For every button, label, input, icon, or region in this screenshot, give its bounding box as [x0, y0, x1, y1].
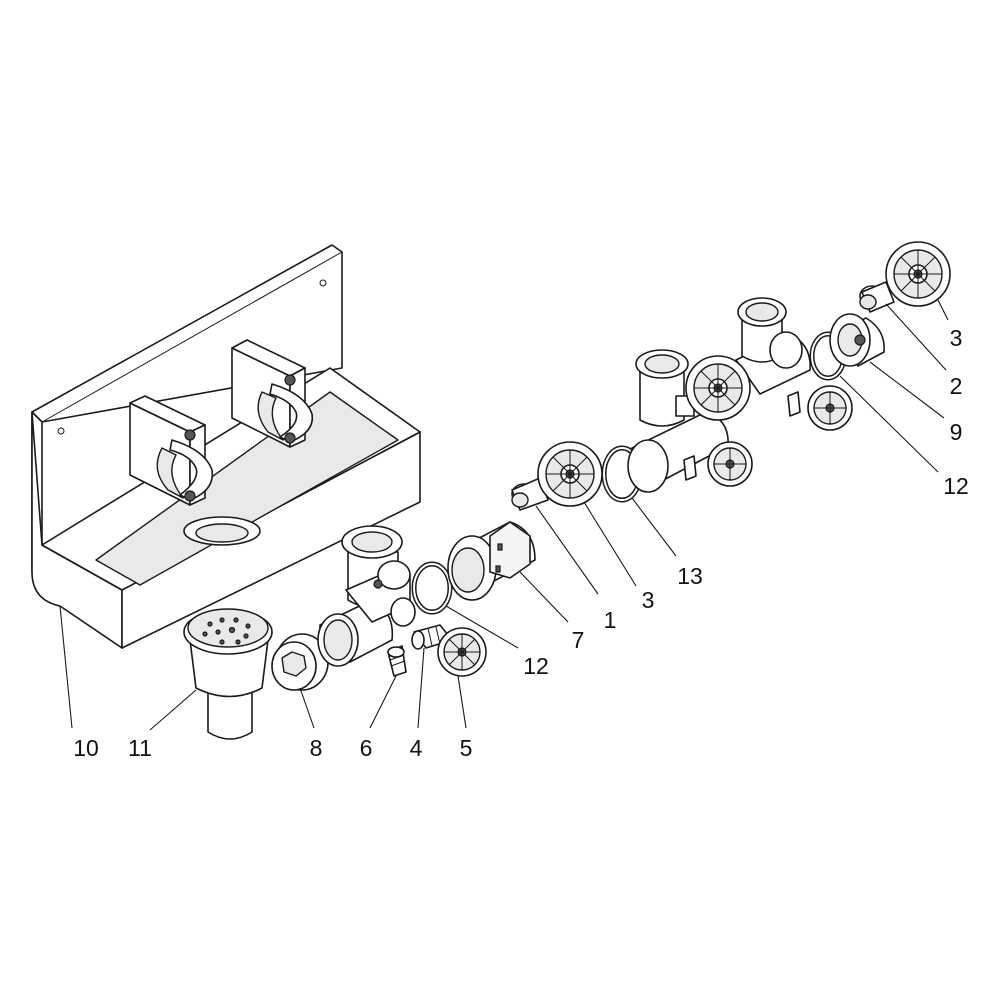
leader-lines — [59, 299, 949, 731]
callout-2: 2 — [950, 373, 963, 399]
upper-valve-assembly — [627, 297, 853, 493]
union-nut — [829, 313, 885, 367]
callout-8: 8 — [310, 735, 323, 761]
lower-valve-body — [317, 525, 416, 667]
large-handwheel-middle — [537, 441, 603, 507]
callout-7: 7 — [572, 627, 585, 653]
gasket-ring-upper — [809, 331, 847, 381]
pipe-clamp-right — [231, 339, 314, 448]
drain-strainer — [183, 608, 273, 740]
callout-13: 13 — [677, 563, 703, 589]
pipe-clamp-left — [129, 395, 214, 506]
large-handwheel-upper — [885, 241, 951, 307]
callout-1: 1 — [604, 607, 617, 633]
hose-nipple — [387, 645, 407, 677]
callout-10: 10 — [73, 735, 99, 761]
callout-6: 6 — [360, 735, 373, 761]
callout-12-upper: 12 — [943, 473, 969, 499]
callout-3-middle: 3 — [642, 587, 655, 613]
union-coupling — [447, 521, 536, 601]
valve-insert — [511, 477, 549, 511]
callout-labels: 10 11 8 6 4 5 12 7 1 3 13 3 2 9 12 — [73, 325, 969, 761]
callout-3-upper: 3 — [950, 325, 963, 351]
trough-sink — [31, 244, 421, 649]
callout-5: 5 — [460, 735, 473, 761]
small-handwheel-lower — [437, 627, 487, 677]
callout-12-lower: 12 — [523, 653, 549, 679]
gasket-ring-lower — [411, 561, 453, 615]
callout-11: 11 — [128, 735, 152, 761]
callout-9: 9 — [950, 419, 963, 445]
callout-4: 4 — [410, 735, 423, 761]
